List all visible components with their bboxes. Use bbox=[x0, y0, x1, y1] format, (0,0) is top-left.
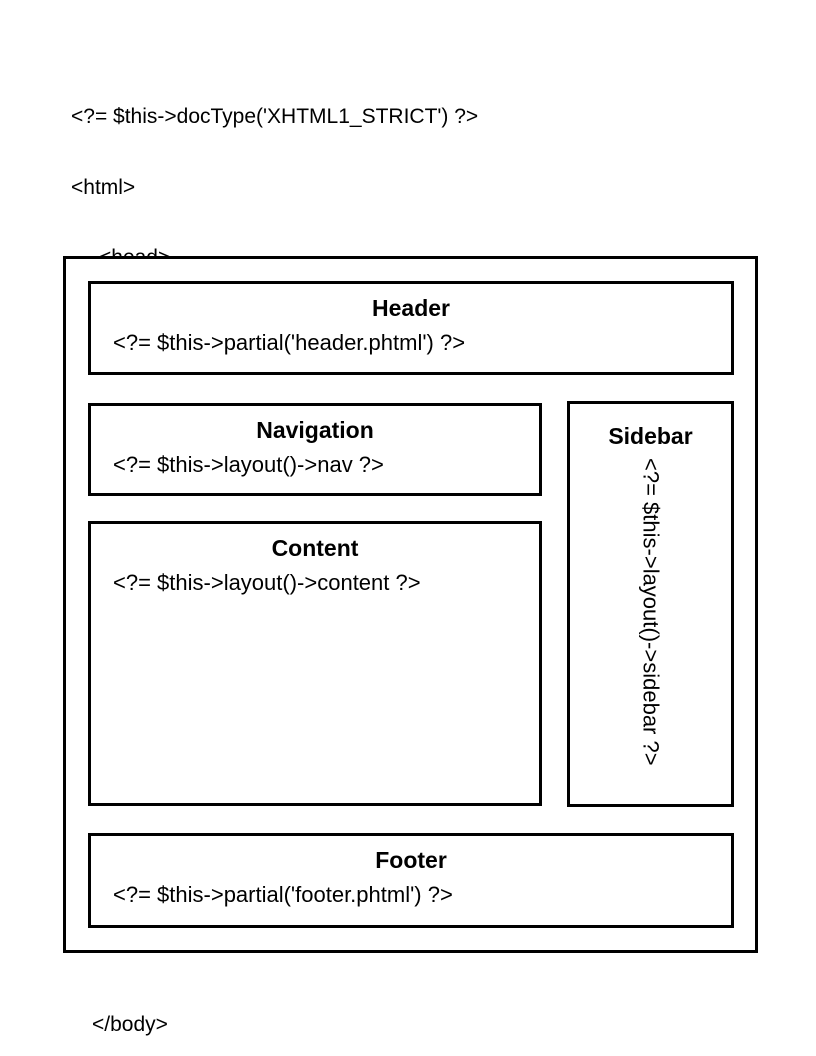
sidebar-region-code: <?= $this->layout()->sidebar ?> bbox=[638, 458, 664, 766]
navigation-region-code: <?= $this->layout()->nav ?> bbox=[113, 452, 384, 477]
content-region-title: Content bbox=[271, 535, 359, 561]
code-line-doctype: <?= $this->docType('XHTML1_STRICT') ?> bbox=[71, 105, 479, 128]
header-region-code: <?= $this->partial('header.phtml') ?> bbox=[113, 330, 466, 355]
php-layout-script-bottom: </body> </html> bbox=[71, 966, 168, 1056]
sidebar-region-box: Sidebar <?= $this->layout()->sidebar ?> bbox=[567, 401, 734, 807]
header-region-box: Header <?= $this->partial('header.phtml'… bbox=[88, 281, 734, 375]
sidebar-region-title: Sidebar bbox=[608, 423, 693, 449]
header-region-title: Header bbox=[372, 295, 450, 321]
code-line-html-open: <html> bbox=[71, 175, 136, 199]
footer-region-title: Footer bbox=[375, 847, 447, 873]
navigation-region-box: Navigation <?= $this->layout()->nav ?> bbox=[88, 403, 542, 496]
content-region-code: <?= $this->layout()->content ?> bbox=[113, 570, 421, 595]
footer-region-code: <?= $this->partial('footer.phtml') ?> bbox=[113, 882, 453, 907]
content-region-box: Content <?= $this->layout()->content ?> bbox=[88, 521, 542, 806]
footer-region-box: Footer <?= $this->partial('footer.phtml'… bbox=[88, 833, 734, 928]
navigation-region-title: Navigation bbox=[256, 417, 374, 443]
code-line-body-close: </body> bbox=[92, 1013, 168, 1036]
